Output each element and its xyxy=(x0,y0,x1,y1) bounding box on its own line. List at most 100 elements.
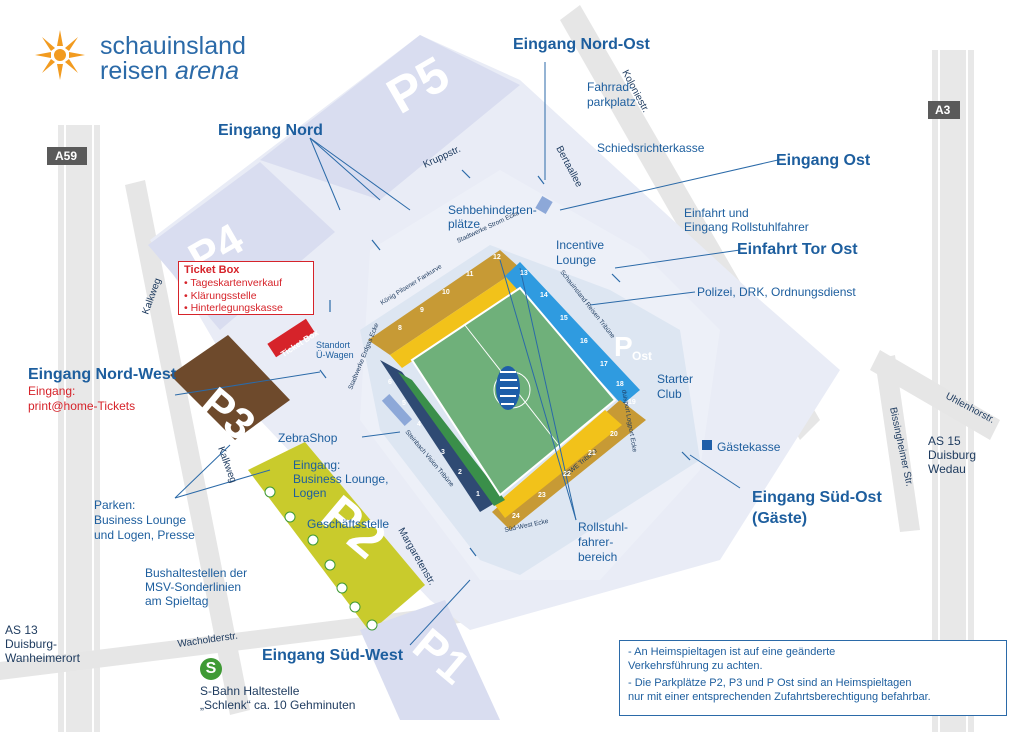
label-zebrashop: ZebraShop xyxy=(278,431,338,445)
note-line: - Die Parkplätze P2, P3 und P Ost sind a… xyxy=(628,677,912,689)
lot-p1 xyxy=(360,600,500,720)
logo-sun-icon xyxy=(35,30,85,80)
ticket-box-panel: Ticket Box • Tageskartenverkauf • Klärun… xyxy=(178,261,314,315)
entrance-sued-west: Eingang Süd-West xyxy=(262,647,404,664)
label-sbahn-2: „Schlenk“ ca. 10 Gehminuten xyxy=(200,698,356,712)
stand-east xyxy=(505,262,640,405)
notes-panel: - An Heimspieltagen ist auf eine geänder… xyxy=(619,640,1007,716)
label-incentive-2: Lounge xyxy=(556,253,597,267)
entrance-ost: Eingang Ost xyxy=(776,152,871,169)
label-bus-3: am Spieltag xyxy=(145,594,209,608)
sbahn-icon: S xyxy=(200,658,222,680)
label-standort-1: Standort xyxy=(316,340,351,350)
ticket-box-item: • Hinterlegungskasse xyxy=(184,302,283,314)
logo: schauinsland reisen arena xyxy=(100,34,246,84)
label-rollstuhl-3: bereich xyxy=(578,550,618,564)
label-polizei: Polizei, DRK, Ordnungsdienst xyxy=(697,285,856,299)
block-label: 4 xyxy=(417,421,421,428)
label-rollstuhl-2: fahrer- xyxy=(578,535,614,549)
block-label: 18 xyxy=(616,381,624,388)
logo-line-1: schauinsland xyxy=(100,32,246,60)
lot-p5 xyxy=(260,35,520,200)
label-fahrrad-1: Fahrrad- xyxy=(587,80,634,94)
label-business-3: Logen xyxy=(293,486,327,500)
note-line: - An Heimspieltagen ist auf eine geänder… xyxy=(628,646,836,658)
road-kalkweg xyxy=(125,180,250,715)
block-label: 15 xyxy=(560,315,568,322)
label-as13-3: Wanheimerort xyxy=(5,651,80,665)
label-as15-1: AS 15 xyxy=(928,434,961,448)
stand-north-inner xyxy=(390,268,530,368)
label-sehbehinderten-2: plätze xyxy=(448,217,481,231)
a3-label: A3 xyxy=(935,103,951,117)
entrance-nord-ost: Eingang Nord-Ost xyxy=(513,36,650,53)
lot-p2 xyxy=(248,442,425,632)
a59-label: A59 xyxy=(55,149,77,163)
ticket-box-sign xyxy=(267,318,315,358)
lot-p3 xyxy=(170,335,290,440)
stand-north-curve xyxy=(368,250,520,355)
road-uhlenhorst xyxy=(870,350,1000,440)
gaestekasse-marker xyxy=(702,440,712,450)
entrance-nord: Eingang Nord xyxy=(218,122,323,139)
label-nordwest-sub-2: print@home-Tickets xyxy=(28,399,136,413)
zebrashop-marker xyxy=(381,394,413,426)
block-label: 23 xyxy=(538,492,546,499)
fahrrad-marker xyxy=(535,195,553,215)
block-label: 2 xyxy=(458,469,462,476)
stand-south-inner xyxy=(495,410,622,518)
block-label: 12 xyxy=(493,254,501,261)
note-line: nur mit einer entsprechenden Zufahrtsber… xyxy=(628,690,931,703)
label-as13-1: AS 13 xyxy=(5,623,38,637)
ticket-box-title: Ticket Box xyxy=(184,264,240,276)
label-einfahrt-1: Einfahrt und xyxy=(684,206,749,220)
block-label: 6 xyxy=(388,379,392,386)
street-kalkweg-south: Kalkweg xyxy=(215,445,238,484)
block-label: 19 xyxy=(628,399,636,406)
label-sehbehinderten-1: Sehbehinderten- xyxy=(448,203,537,217)
logo-line-2: reisen arena xyxy=(100,57,239,85)
label-starter-2: Club xyxy=(657,387,682,401)
stand-west xyxy=(380,360,500,512)
label-parken-3: und Logen, Presse xyxy=(94,528,195,542)
label-parken-1: Parken: xyxy=(94,498,136,512)
block-label: 3 xyxy=(441,449,445,456)
label-bus-1: Bushaltestellen der xyxy=(145,566,248,580)
label-schiedsrichterkasse: Schiedsrichterkasse xyxy=(597,141,705,155)
label-as15-2: Duisburg xyxy=(928,448,977,462)
label-gaestekasse: Gästekasse xyxy=(717,440,781,454)
block-label: 10 xyxy=(442,289,450,296)
label-business-2: Business Lounge, xyxy=(293,472,389,486)
label-fahrrad-2: parkplatz xyxy=(587,95,636,109)
label-sbahn-1: S-Bahn Haltestelle xyxy=(200,684,300,698)
entrance-einfahrt-tor-ost: Einfahrt Tor Ost xyxy=(737,241,858,258)
block-label: 24 xyxy=(512,513,520,520)
p-ost-label: P xyxy=(614,331,633,362)
label-starter-1: Starter xyxy=(657,372,694,386)
label-standort-2: Ü-Wagen xyxy=(316,350,354,360)
block-label: 14 xyxy=(540,292,548,299)
label-bus-2: MSV-Sonderlinien xyxy=(145,580,242,594)
block-label: 16 xyxy=(580,338,588,345)
ticket-box-item: • Klärungsstelle xyxy=(184,289,257,302)
block-label: 22 xyxy=(563,471,571,478)
label-einfahrt-2: Eingang Rollstuhlfahrer xyxy=(684,220,809,234)
label-as13-2: Duisburg- xyxy=(5,637,58,651)
block-label: 5 xyxy=(402,400,406,407)
label-incentive-1: Incentive xyxy=(556,238,605,252)
block-label: 11 xyxy=(466,271,474,278)
block-label: 20 xyxy=(610,431,618,438)
msv-zebra-logo xyxy=(496,366,520,410)
entrance-sued-ost: Eingang Süd-Ost xyxy=(752,489,882,506)
road-bissingheimer xyxy=(875,355,920,532)
label-business-1: Eingang: xyxy=(293,458,341,472)
label-parken-2: Business Lounge xyxy=(94,513,187,527)
block-label: 1 xyxy=(476,491,480,498)
note-line: Verkehrsführung zu achten. xyxy=(628,659,763,672)
entrance-nord-west: Eingang Nord-West xyxy=(28,366,177,383)
label-geschaeftsstelle: Geschäftsstelle xyxy=(307,517,390,531)
block-label: 21 xyxy=(588,450,596,457)
p-ost-sub: Ost xyxy=(632,349,652,363)
block-label: 8 xyxy=(398,325,402,332)
